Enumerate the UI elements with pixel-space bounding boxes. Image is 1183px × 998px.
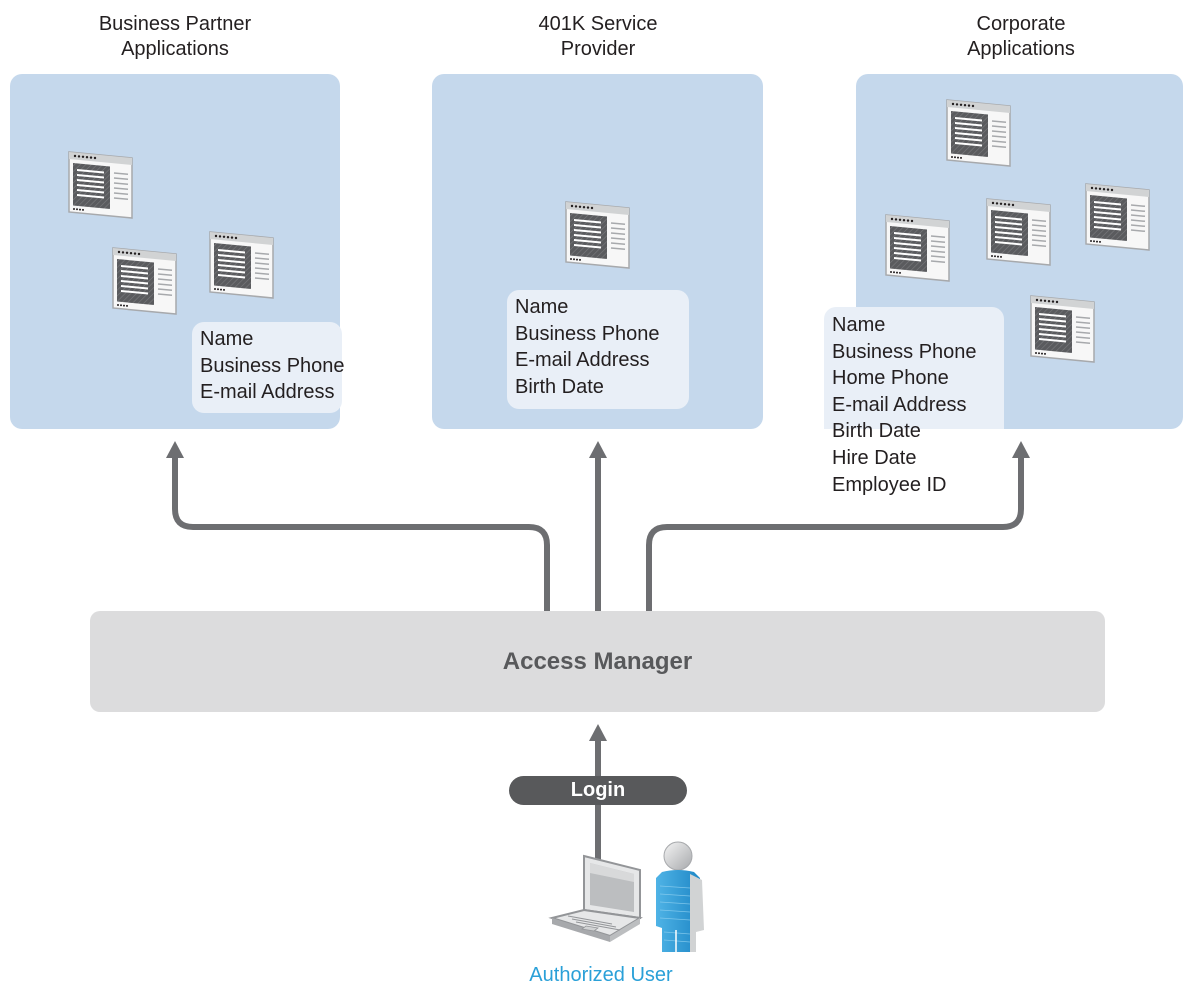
laptop-icon	[548, 854, 643, 942]
group-title-line1: 401K Service	[538, 13, 658, 35]
group-title-line2: Applications	[967, 38, 1075, 60]
login-label: Login	[570, 779, 626, 801]
401k-provider-attributes: Name Business Phone E-mail Address Birth…	[507, 290, 689, 409]
arrow-to-business-partner	[172, 454, 550, 611]
attribute-birth-date: Birth Date	[515, 375, 604, 398]
access-manager-label: Access Manager	[502, 647, 693, 675]
arrowhead	[166, 441, 184, 458]
arrowhead	[1012, 441, 1030, 458]
access-manager-bar: Access Manager	[90, 611, 1105, 712]
user-icon	[656, 841, 704, 952]
arrow-to-corporate-apps	[646, 454, 1024, 611]
attribute-birth-date: Birth Date	[832, 420, 921, 443]
attribute-business-phone: Business Phone	[515, 322, 660, 345]
corporate-apps-title: Corporate Applications	[906, 12, 1136, 62]
attribute-business-phone: Business Phone	[832, 340, 977, 363]
authorized-user-label: Authorized User	[529, 964, 673, 986]
arrowhead	[589, 441, 607, 458]
attribute-employee-id: Employee ID	[832, 473, 947, 496]
group-title-line2: Provider	[560, 38, 636, 60]
business-partner-attributes: Name Business Phone E-mail Address	[192, 322, 345, 413]
attribute-business-phone: Business Phone	[200, 354, 345, 377]
attribute-name: Name	[515, 296, 569, 318]
arrowhead	[589, 724, 607, 741]
attribute-home-phone: Home Phone	[832, 367, 949, 390]
group-title-line1: Business Partner	[98, 13, 252, 35]
group-title-line2: Applications	[121, 38, 229, 60]
attribute-email-address: E-mail Address	[200, 381, 335, 403]
login-badge: Login	[509, 776, 687, 805]
business-partner-title: Business Partner Applications	[60, 12, 290, 62]
attribute-email-address: E-mail Address	[515, 349, 650, 371]
attribute-name: Name	[832, 314, 886, 336]
attribute-name: Name	[200, 328, 254, 350]
attribute-hire-date: Hire Date	[832, 446, 917, 469]
401k-provider-title: 401K Service Provider	[483, 12, 713, 62]
attribute-email-address: E-mail Address	[832, 393, 967, 416]
group-title-line1: Corporate	[976, 13, 1066, 35]
corporate-apps-attributes: Name Business Phone Home Phone E-mail Ad…	[824, 307, 1004, 496]
